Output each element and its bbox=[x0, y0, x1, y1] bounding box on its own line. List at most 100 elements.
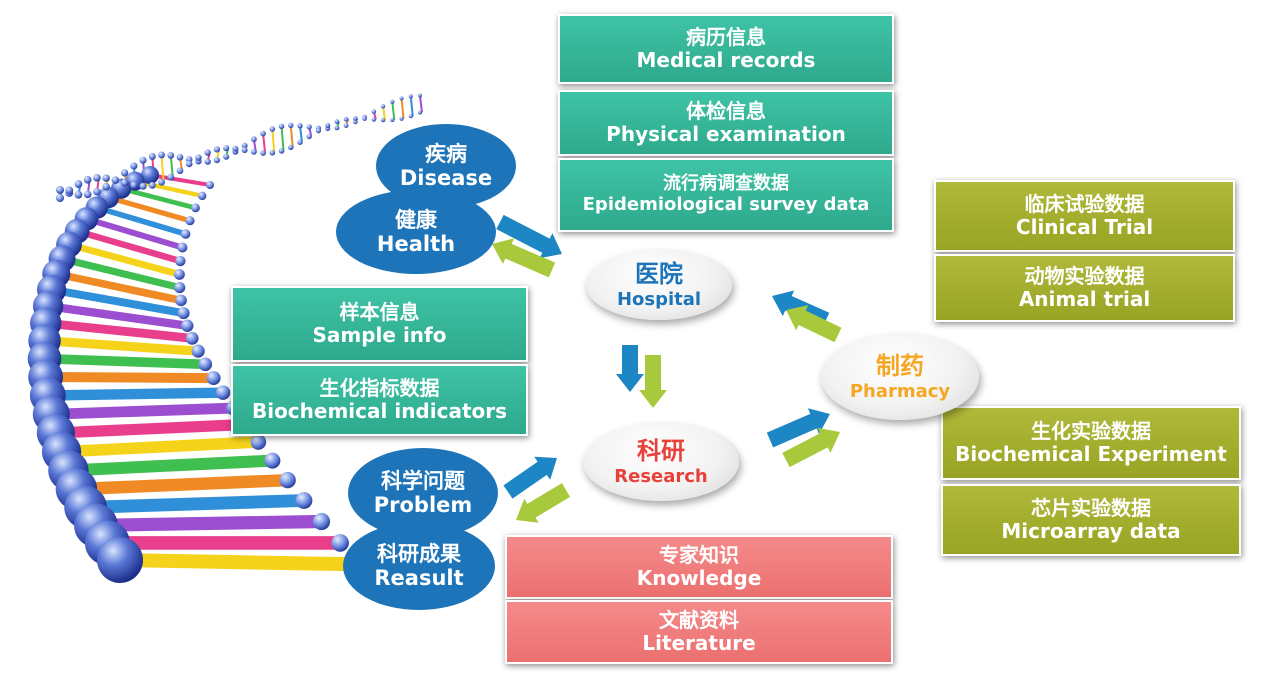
dna-bead-small bbox=[353, 116, 358, 121]
arrow-hospital-to-research-icon bbox=[616, 345, 644, 392]
dna-rung bbox=[94, 204, 189, 237]
dna-rung bbox=[40, 371, 219, 384]
disease-oval: 疾病 Disease bbox=[376, 124, 516, 208]
arrow-to-hospital-icon bbox=[496, 214, 562, 259]
dna-bead-small bbox=[158, 178, 165, 186]
dna-bead-small bbox=[288, 122, 294, 129]
dna-bead-small bbox=[250, 434, 267, 450]
dna-bead-small bbox=[408, 94, 413, 99]
hospital-hub: 医院 Hospital bbox=[586, 250, 732, 320]
dna-bead-small bbox=[148, 181, 156, 189]
dna-rung bbox=[105, 194, 193, 224]
dna-rung bbox=[39, 353, 211, 370]
dna-bead-small bbox=[343, 116, 349, 122]
knowledge-box: 专家知识 Knowledge bbox=[505, 535, 893, 599]
dna-bead-small bbox=[288, 144, 294, 151]
dna-bead-small bbox=[269, 126, 276, 132]
dna-rung bbox=[132, 178, 205, 199]
dna-rung bbox=[419, 95, 423, 113]
dna-bead-small bbox=[195, 154, 202, 161]
dna-bead-small bbox=[269, 149, 276, 156]
dna-bead-small bbox=[158, 151, 165, 159]
dna-bead-small bbox=[177, 307, 190, 320]
dna-bead-small bbox=[93, 174, 101, 182]
dna-bead-small bbox=[191, 203, 200, 213]
dna-bead-small bbox=[260, 130, 266, 137]
dna-bead-small bbox=[191, 344, 205, 358]
dna-bead-small bbox=[167, 152, 175, 159]
dna-bead-small bbox=[399, 96, 404, 101]
dna-bead bbox=[141, 166, 159, 184]
dna-bead-small bbox=[278, 148, 285, 154]
dna-rung bbox=[299, 125, 303, 143]
dna-bead-small bbox=[418, 110, 422, 115]
dna-bead-small bbox=[232, 145, 239, 152]
dna-bead-small bbox=[204, 158, 211, 165]
result-oval: 科研成果 Reasult bbox=[343, 522, 495, 610]
dna-bead-small bbox=[250, 136, 257, 143]
dna-bead-small bbox=[148, 153, 156, 160]
dna-rung bbox=[148, 173, 212, 187]
dna-bead-small bbox=[334, 119, 340, 125]
dna-rung bbox=[169, 155, 174, 178]
research-hub: 科研 Research bbox=[583, 423, 739, 501]
dna-bead-small bbox=[213, 146, 221, 153]
dna-rung bbox=[58, 255, 184, 292]
dna-rung bbox=[83, 215, 186, 251]
dna-bead-small bbox=[181, 319, 194, 332]
dna-rung bbox=[289, 125, 294, 148]
dna-bead-small bbox=[380, 117, 386, 123]
dna-bead-small bbox=[241, 142, 248, 149]
dna-rung bbox=[409, 96, 414, 117]
dna-bead-small bbox=[353, 119, 358, 125]
dna-rung bbox=[89, 514, 329, 532]
dna-bead-small bbox=[204, 149, 211, 156]
dna-bead-small bbox=[111, 176, 120, 184]
dna-rung bbox=[39, 336, 203, 356]
dna-bead-small bbox=[215, 385, 231, 400]
arrow-from-hospital-icon bbox=[492, 238, 556, 278]
arrow-to-pharmacy-icon bbox=[782, 427, 840, 468]
dna-bead-small bbox=[418, 93, 422, 98]
dna-rung bbox=[262, 133, 267, 154]
dna-rung bbox=[382, 106, 387, 121]
dna-rung bbox=[52, 270, 185, 305]
dna-bead-small bbox=[65, 186, 74, 195]
dna-bead-small bbox=[93, 187, 101, 196]
dna-bead-small bbox=[102, 183, 110, 191]
dna-rung bbox=[50, 418, 252, 439]
dna-bead-small bbox=[174, 269, 185, 280]
dna-bead-small bbox=[279, 471, 296, 489]
dna-rung bbox=[62, 454, 279, 477]
dna-bead-small bbox=[174, 281, 186, 294]
physical-examination-box: 体检信息 Physical examination bbox=[558, 90, 894, 156]
arrow-to-pharmacy-icon bbox=[766, 408, 830, 448]
dna-bead-small bbox=[185, 331, 199, 345]
dna-bead-small bbox=[177, 242, 188, 253]
dna-bead-small bbox=[223, 153, 230, 160]
dna-bead-small bbox=[74, 190, 83, 199]
dna-rung bbox=[47, 285, 188, 318]
dna-bead-small bbox=[312, 512, 331, 531]
dna-rung bbox=[79, 494, 311, 514]
dna-bead-small bbox=[250, 148, 257, 155]
literature-box: 文献资料 Literature bbox=[505, 600, 893, 664]
dna-bead-small bbox=[180, 229, 191, 239]
dna-bead-small bbox=[175, 294, 187, 307]
dna-bead-small bbox=[371, 117, 377, 122]
dna-rung bbox=[280, 126, 285, 151]
arrow-hospital-to-research-icon bbox=[639, 355, 667, 408]
dna-bead-small bbox=[306, 133, 312, 140]
dna-bead-small bbox=[56, 186, 64, 194]
dna-bead-small bbox=[325, 123, 331, 129]
pharmacy-hub: 制药 Pharmacy bbox=[821, 334, 979, 420]
dna-bead-small bbox=[343, 123, 349, 128]
animal-trial-box: 动物实验数据 Animal trial bbox=[934, 254, 1235, 322]
dna-bead-small bbox=[297, 123, 303, 129]
dna-bead-small bbox=[130, 181, 138, 189]
dna-bead-small bbox=[185, 160, 193, 168]
epidemiological-survey-box: 流行病调查数据 Epidemiological survey data bbox=[558, 158, 894, 232]
sample-info-box: 样本信息 Sample info bbox=[231, 286, 528, 362]
dna-rung bbox=[55, 436, 265, 458]
dna-bead-small bbox=[185, 216, 195, 226]
